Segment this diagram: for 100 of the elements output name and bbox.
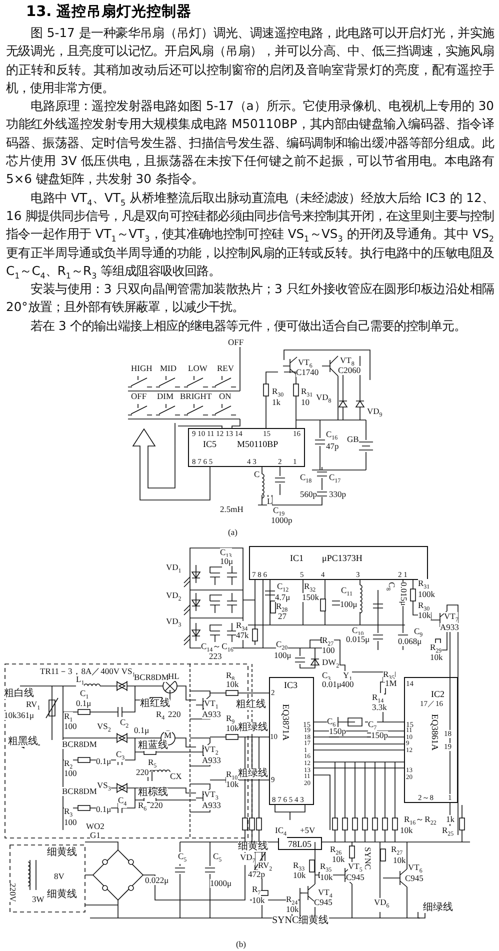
wire-label: 粗棕线 <box>138 788 168 798</box>
component-label: SYNC <box>364 847 372 870</box>
component-label: C945 <box>346 873 364 882</box>
component-label: VS$_{2}$ <box>97 722 111 734</box>
component-label: 223 <box>209 652 222 660</box>
component-label: R$_{35}$ <box>320 862 332 874</box>
component-label: +5V <box>300 826 316 834</box>
part-number: 78L05 <box>288 840 312 849</box>
component-label: VD$_{2}$ <box>166 591 182 603</box>
component-label: R$_{31}$ <box>418 579 430 591</box>
component-label: VD$_{7}$ <box>240 853 256 865</box>
wire-label: 细黄线 <box>47 848 77 858</box>
wire-label: 细黄线 <box>47 890 77 900</box>
component-label: BCR8DM <box>134 673 169 682</box>
component-label: CX <box>170 772 182 780</box>
component-label: R$_{32}$ <box>304 582 316 594</box>
component-label: A933 <box>202 801 221 810</box>
component-label: A933 <box>440 623 459 632</box>
component-label: 4.7μ <box>275 593 290 602</box>
component-label: C$_{7}$ <box>368 720 377 732</box>
part-number: EQ3871A <box>281 704 290 740</box>
component-label: 10k361μ <box>4 711 34 720</box>
component-label: 10 <box>301 398 310 406</box>
chip-label: IC1 <box>290 554 304 563</box>
component-label: C$_{3}$ <box>116 750 125 762</box>
component-label: 0.1μ <box>134 726 150 734</box>
wire-label: 粗黑线 <box>8 737 38 747</box>
component-label: 3W <box>32 895 44 904</box>
component-label: 10k <box>393 856 406 864</box>
component-label: VT$_{1}$ <box>204 699 218 711</box>
component-label: 10k <box>400 826 413 834</box>
component-label: GB <box>347 435 359 444</box>
component-label: C2060 <box>338 366 361 374</box>
component-label: REV <box>217 364 234 372</box>
component-label: A933 <box>202 710 221 718</box>
part-number: EQ3861A <box>430 714 439 750</box>
ic-chip <box>188 428 305 467</box>
figure-label: (a) <box>228 528 238 536</box>
chip-label: IC5 <box>203 440 216 449</box>
chip-label: IC2 <box>431 690 444 699</box>
component-label: 47k <box>236 631 249 640</box>
component-label: R$_{5}$ <box>148 758 157 770</box>
component-label: R$_{27}$ <box>391 845 403 857</box>
component-label: C$_{14}$～C$_{16}$ <box>201 642 234 654</box>
component-label: 10k <box>332 855 345 864</box>
component-label: C$_{4}$ <box>118 796 127 808</box>
component-label: C945 <box>314 898 332 906</box>
component-label: C945 <box>405 874 424 882</box>
component-label: BCR8DM <box>62 740 97 748</box>
component-label: C$_{5}$ <box>178 852 187 864</box>
component-label: 10k <box>286 905 299 914</box>
component-label: 100 <box>64 722 77 730</box>
component-label: 27 <box>278 612 286 620</box>
component-label: 10k <box>320 873 333 882</box>
component-label: MID <box>160 364 177 372</box>
component-label: C$_{16}$ <box>326 430 338 442</box>
component-label: VD$_{6}$ <box>374 898 390 910</box>
component-label: 10k <box>226 780 239 788</box>
component-label: DIM <box>157 392 174 400</box>
component-label: C1740 <box>296 368 319 376</box>
component-label: 1k <box>272 398 280 406</box>
paragraph: 电路中 VT$_{4}$、VT$_{5}$ 从桥堆整流后取出脉动直流电（未经滤波）经放大后给 IC3 的 12、16 脚提供同步信号，凡是双向可控硅都必须由同步信号来控制其开闭，在这里则主要与控制指令一起作用于 VT$_{1}$～VT$_{3}$，使其准确地控制可控硅 VS$_{1}$～VS$_{3}$ 的开闭及导通角。其中 VS$_{2}$ 更有正半周导通或负半周导通的功能，以控制风扇的正转或反转。执行电路中的压敏电阻及 C$_{1}$～C$_{4}$、R$_{1}$～R$_{3}$ 等组成阻容吸收回路。 <box>6 190 494 280</box>
component-label: HIGH <box>131 364 152 372</box>
component-label: A933 <box>202 756 221 764</box>
component-label: RV$_{1}$ <box>26 700 40 712</box>
component-label: C$_{2}$ <box>120 718 129 730</box>
figure-label: (b) <box>236 940 246 948</box>
ic-chip <box>404 677 458 803</box>
component-label: 1000p <box>271 516 292 524</box>
component-label: G1 <box>90 831 100 840</box>
component-label: R$_{7}$ <box>252 885 261 897</box>
component-label: 472p <box>248 870 265 878</box>
component-label: 330p <box>329 490 346 498</box>
component-label: R$_{3}$ <box>64 807 73 819</box>
component-label: 100μ <box>340 600 358 608</box>
part-number: μPC1373H <box>322 554 362 563</box>
component-label: 47p <box>326 442 339 450</box>
component-label: OFF <box>228 338 244 346</box>
component-label: 3.3k <box>372 703 387 712</box>
component-label: BCR8DM <box>62 787 97 796</box>
component-label: VD$_{3}$ <box>166 617 182 629</box>
paragraph: 图 5-17 是一种豪华吊扇（吊灯）调光、调速遥控电路，此电路可以开启灯光，并实施无级调光，且亮度可以记忆。开启风扇（吊扇），并可以分高、中、低三挡调速，实施风扇的正转和反转。其稍加改动后还可以控制窗帘的启闭及音响室背景灯的亮度，配有遥控手机，使用非常方便。 <box>6 25 494 97</box>
ic-chip <box>269 677 314 805</box>
component-label: 220V <box>8 883 17 902</box>
component-label: HL <box>168 672 180 680</box>
paragraph: 电路原理：遥控发射器电路如图 5-17（a）所示。它使用录像机、电视机上专用的 30 功能红外线遥控发射专用大规模集成电路 M50110BP，其内部由键盘输入编码器、指令译码器、振荡器、定时信号发生器、扫描信号发生器、编码调制和输出缓冲器等部分组成。此芯片使用 3V 低压供电，且振荡器在未按下任何键之前不起振，可以节省用电。本电路有 5×6 键盘矩阵，共发射 30 条指令。 <box>6 98 494 188</box>
component-label: 150p <box>329 727 346 736</box>
component-label: 1000μ <box>210 879 232 888</box>
paragraph: 安装与使用：3 只双向晶闸管需加装散热片；3 只红外接收管应在圆形印板边沿处相隔 20°放置；且外部有铁屏蔽罩，以减少干扰。 <box>6 281 494 316</box>
wire-label: SYNC细黄线 <box>272 916 329 926</box>
ic-chip <box>249 546 428 580</box>
component-label: DW$_{2}$ <box>322 658 340 670</box>
component-label: R$_{25}$ <box>442 826 454 838</box>
component-label: 10k <box>226 680 239 688</box>
component-label: 1k <box>446 815 454 824</box>
component-label: 2.5mH <box>220 505 244 514</box>
component-label: 0.1μ <box>76 699 92 708</box>
component-label: R$_{31}$ <box>301 387 313 399</box>
component-label: 10k <box>430 653 443 662</box>
wire-label: 粗红线 <box>236 700 266 710</box>
